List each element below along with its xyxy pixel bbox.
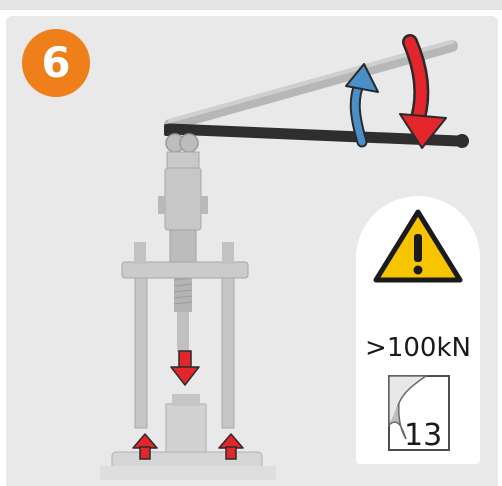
puller-legs	[134, 277, 235, 429]
right-leg-up-arrow	[218, 433, 244, 460]
force-rating-label: >100kN	[365, 333, 471, 363]
page-reference-number: 13	[404, 418, 443, 453]
previous-panel-edge	[0, 0, 502, 10]
page-reference-icon	[388, 375, 450, 451]
pump-head	[158, 133, 208, 263]
puller-crossbar	[121, 242, 249, 279]
warning-triangle-icon	[373, 209, 463, 283]
step-number-badge: 6	[22, 29, 90, 97]
bearing-base	[100, 451, 276, 480]
handle-raised-ghost	[164, 40, 458, 131]
lift-handle-arrow	[345, 63, 379, 148]
left-leg-up-arrow	[132, 433, 158, 460]
pressure-piece	[165, 394, 207, 453]
down-force-arrow	[170, 350, 200, 386]
hydraulic-pump-handle	[164, 123, 469, 148]
press-handle-arrow	[399, 34, 447, 149]
